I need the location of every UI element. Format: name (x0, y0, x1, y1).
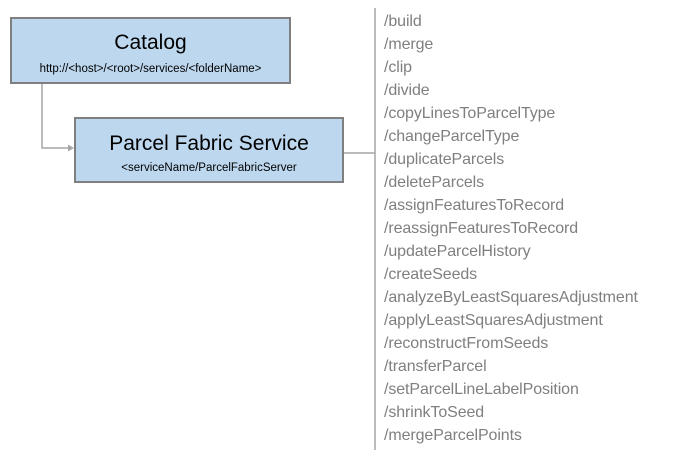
operation-item[interactable]: /changeParcelType (384, 128, 520, 145)
catalog-to-service-connector (41, 84, 68, 149)
operation-item[interactable]: /updateParcelHistory (384, 243, 531, 260)
operation-item[interactable]: /mergeParcelPoints (384, 427, 522, 444)
operation-item[interactable]: /build (384, 13, 422, 30)
service-title: Parcel Fabric Service (109, 132, 309, 155)
operation-item[interactable]: /analyzeByLeastSquaresAdjustment (384, 289, 638, 306)
operation-item[interactable]: /setParcelLineLabelPosition (384, 381, 579, 398)
operation-item[interactable]: /shrinkToSeed (384, 404, 485, 421)
catalog-url: http://<host>/<root>/services/<folderNam… (39, 63, 262, 75)
operation-item[interactable]: /transferParcel (384, 358, 487, 375)
catalog-title: Catalog (114, 31, 187, 54)
operations-list: /build /merge /clip /divide /copyLinesTo… (384, 10, 638, 447)
operation-item[interactable]: /reconstructFromSeeds (384, 335, 549, 352)
service-url: <serviceName/ParcelFabricServer (121, 162, 297, 174)
operation-item[interactable]: /applyLeastSquaresAdjustment (384, 312, 603, 329)
catalog-node[interactable]: Catalog http://<host>/<root>/services/<f… (10, 17, 291, 84)
operation-item[interactable]: /duplicateParcels (384, 151, 505, 168)
operation-item[interactable]: /assignFeaturesToRecord (384, 197, 565, 214)
operation-item[interactable]: /copyLinesToParcelType (384, 105, 556, 122)
operation-item[interactable]: /reassignFeaturesToRecord (384, 220, 579, 237)
operation-item[interactable]: /clip (384, 59, 412, 76)
operation-item[interactable]: /divide (384, 82, 430, 99)
operation-item[interactable]: /deleteParcels (384, 174, 484, 191)
operation-item[interactable]: /createSeeds (384, 266, 478, 283)
operation-item[interactable]: /merge (384, 36, 434, 53)
parcel-fabric-service-node[interactable]: Parcel Fabric Service <serviceName/Parce… (74, 117, 344, 183)
